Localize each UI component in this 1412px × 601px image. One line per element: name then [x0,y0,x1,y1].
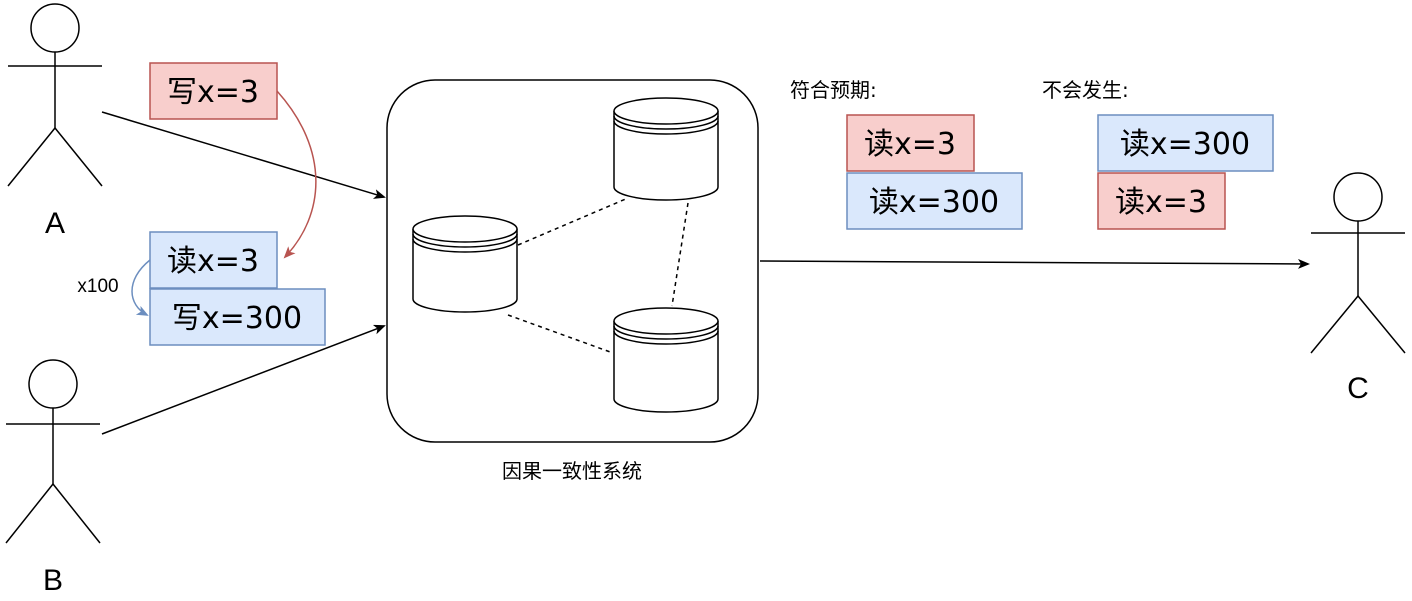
database-top-icon [613,97,719,201]
actor-b-label: B [43,564,63,597]
database-bottom-icon [613,307,719,413]
svg-text:读x=3: 读x=3 [167,244,259,279]
svg-text:写x=3: 写x=3 [167,75,259,110]
actor-c-label: C [1347,372,1369,405]
actor-c [1310,172,1406,354]
write-x3-box: 写x=3 [149,62,278,120]
database-left-icon [412,215,518,313]
arrow-system-to-c [759,258,1310,269]
actor-a-label: A [45,207,65,240]
arrow-b-to-system [101,324,386,435]
expected-read-x300-box: 读x=300 [846,172,1023,230]
actor-a [7,3,103,187]
actor-b [5,359,101,544]
replication-links [507,197,689,354]
svg-text:写x=300: 写x=300 [172,301,302,336]
write-x300-box: 写x=300 [149,288,326,346]
svg-text:读x=3: 读x=3 [864,127,956,162]
svg-text:读x=300: 读x=300 [1120,127,1250,162]
arrow-a-to-system [101,111,386,199]
repeat-count-label: x100 [77,276,118,297]
system-label: 因果一致性系统 [502,459,642,483]
expected-title: 符合预期: [790,78,877,102]
expected-read-x3-box: 读x=3 [846,114,975,172]
read-x3-box: 读x=3 [149,231,278,289]
causal-arrow-red [276,90,317,259]
impossible-title: 不会发生: [1042,78,1129,102]
impossible-read-x300-box: 读x=300 [1097,114,1274,172]
svg-text:读x=300: 读x=300 [869,185,999,220]
svg-text:读x=3: 读x=3 [1115,185,1207,220]
impossible-read-x3-box: 读x=3 [1097,172,1226,230]
causal-arrow-blue [131,259,151,316]
